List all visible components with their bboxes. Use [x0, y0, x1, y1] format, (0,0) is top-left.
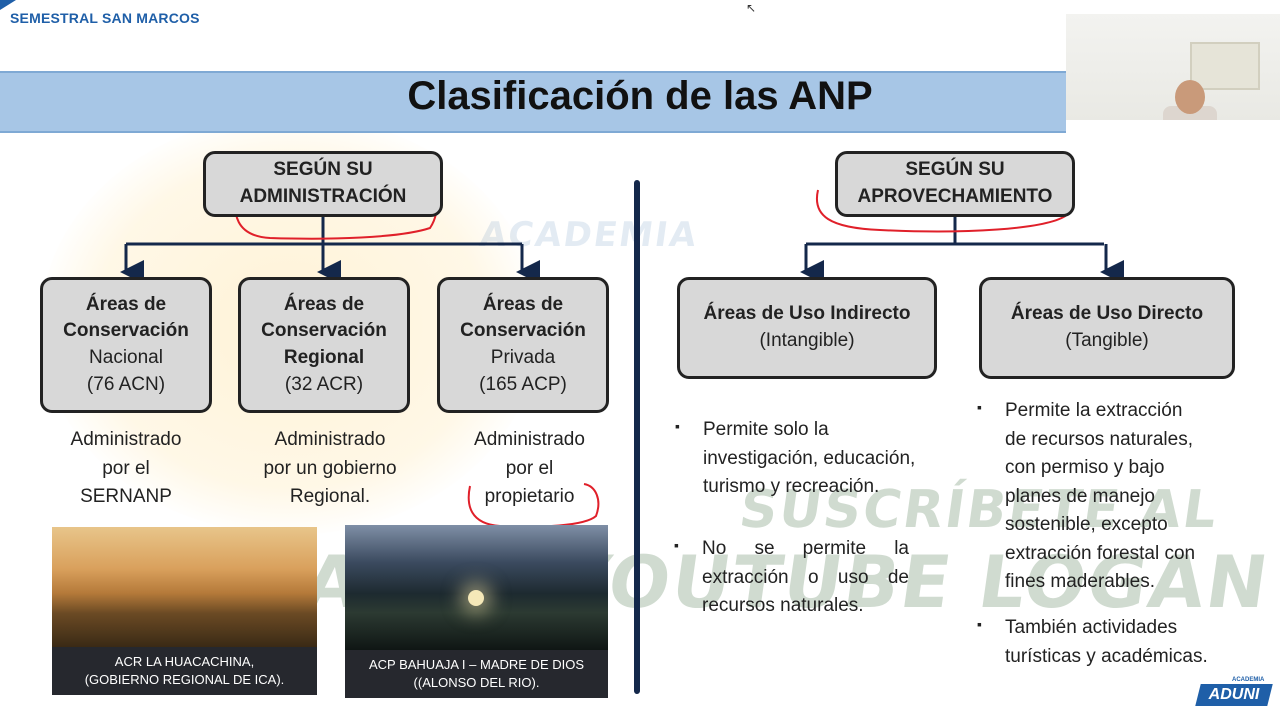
bullet-square-icon: ▪	[977, 397, 982, 418]
aprov-heading-line2: APROVECHAMIENTO	[858, 184, 1053, 211]
desc-line: Regional.	[230, 483, 430, 512]
aduni-logo-text: ADUNI	[1198, 684, 1270, 706]
logo-small-text: ACADEMIA	[1232, 677, 1264, 683]
bullet-line: de recursos naturales,	[1005, 426, 1245, 455]
area-line1: Áreas de	[86, 292, 166, 319]
bullet-square-icon: ▪	[675, 416, 680, 437]
bullet-line: turísticas y académicas.	[1005, 643, 1245, 672]
uso-indirecto-box: Áreas de Uso Indirecto (Intangible)	[677, 277, 937, 379]
area-box-nacional: Áreas de Conservación Nacional (76 ACN)	[40, 277, 212, 413]
bullet-line: Permite solo la	[703, 416, 953, 445]
admin-heading-box: SEGÚN SU ADMINISTRACIÓN	[203, 151, 443, 217]
area-box-regional: Áreas de Conservación Regional (32 ACR)	[238, 277, 410, 413]
photo-caption-bahuaja: ACP BAHUAJA I – MADRE DE DIOS ((ALONSO D…	[345, 650, 608, 698]
uso-directo-box: Áreas de Uso Directo (Tangible)	[979, 277, 1235, 379]
caption-line: (GOBIERNO REGIONAL DE ICA).	[85, 671, 285, 689]
uso-directo-title: Áreas de Uso Directo	[1011, 301, 1203, 328]
area-line2: Conservación	[63, 318, 189, 345]
bullet-square-icon: ▪	[977, 614, 982, 635]
bullet-line: turismo y recreación.	[703, 473, 953, 502]
area-line4: (32 ACR)	[285, 372, 363, 399]
admin-heading-line2: ADMINISTRACIÓN	[240, 184, 407, 211]
caption-line: ((ALONSO DEL RIO).	[414, 674, 540, 692]
photo-bahuaja	[345, 525, 608, 650]
desc-line: SERNANP	[40, 483, 212, 512]
area-desc-nacional: Administrado por el SERNANP	[40, 426, 212, 512]
desc-line: por un gobierno	[230, 455, 430, 484]
area-box-privada: Áreas de Conservación Privada (165 ACP)	[437, 277, 609, 413]
bullet-line: extracción o uso de	[702, 564, 909, 593]
area-line3: Nacional	[89, 345, 163, 372]
bullet-indirecto-1: ▪ Permite solo la investigación, educaci…	[703, 416, 953, 502]
desc-line: por el	[40, 455, 212, 484]
bullet-directo-2: ▪ También actividades turísticas y acadé…	[1005, 614, 1245, 671]
desc-line: Administrado	[230, 426, 430, 455]
bullet-line: sostenible, excepto	[1005, 511, 1245, 540]
area-desc-privada: Administrado por el propietario	[437, 426, 622, 512]
area-line2: Conservación	[460, 318, 586, 345]
uso-directo-subtitle: (Tangible)	[1065, 328, 1148, 355]
photo-bahuaja-moon	[468, 590, 484, 606]
bullet-line: con permiso y bajo	[1005, 454, 1245, 483]
desc-line: Administrado	[40, 426, 212, 455]
photo-huacachina	[52, 527, 317, 647]
vertical-divider	[634, 180, 640, 694]
uso-indirecto-title: Áreas de Uso Indirecto	[704, 301, 911, 328]
desc-line: Administrado	[437, 426, 622, 455]
uso-indirecto-subtitle: (Intangible)	[759, 328, 854, 355]
bullet-line: También actividades	[1005, 614, 1245, 643]
bullet-line: No se permite la	[702, 535, 909, 564]
aprovechamiento-heading-box: SEGÚN SU APROVECHAMIENTO	[835, 151, 1075, 217]
desc-line: por el	[437, 455, 622, 484]
bullet-line: Permite la extracción	[1005, 397, 1245, 426]
area-line1: Áreas de	[284, 292, 364, 319]
bullet-line: recursos naturales.	[702, 592, 909, 621]
admin-heading-line1: SEGÚN SU	[273, 157, 372, 184]
bullet-line: extracción forestal con	[1005, 540, 1245, 569]
area-line4: (76 ACN)	[87, 372, 165, 399]
photo-caption-huacachina: ACR LA HUACACHINA, (GOBIERNO REGIONAL DE…	[52, 647, 317, 695]
bullet-indirecto-2: ▪ No se permite la extracción o uso de r…	[702, 535, 909, 621]
bullet-line: investigación, educación,	[703, 445, 953, 474]
bullet-square-icon: ▪	[674, 535, 679, 556]
desc-line: propietario	[437, 483, 622, 512]
area-line3: Regional	[284, 345, 364, 372]
area-line1: Áreas de	[483, 292, 563, 319]
area-line4: (165 ACP)	[479, 372, 567, 399]
caption-line: ACR LA HUACACHINA,	[115, 653, 254, 671]
bullet-line: fines maderables.	[1005, 568, 1245, 597]
caption-line: ACP BAHUAJA I – MADRE DE DIOS	[369, 656, 584, 674]
area-desc-regional: Administrado por un gobierno Regional.	[230, 426, 430, 512]
bullet-line: planes de manejo	[1005, 483, 1245, 512]
area-line3: Privada	[491, 345, 555, 372]
area-line2: Conservación	[261, 318, 387, 345]
aprov-heading-line1: SEGÚN SU	[905, 157, 1004, 184]
bullet-directo-1: ▪ Permite la extracción de recursos natu…	[1005, 397, 1245, 597]
